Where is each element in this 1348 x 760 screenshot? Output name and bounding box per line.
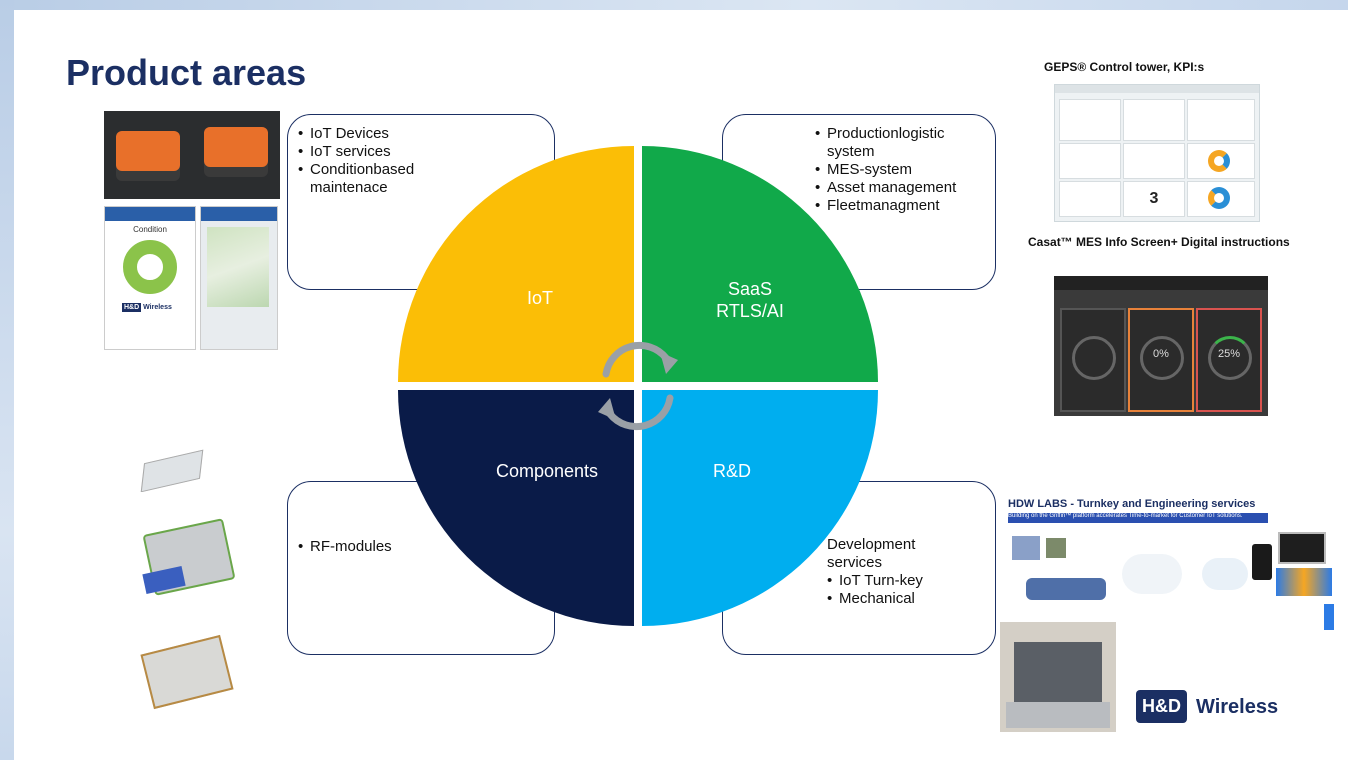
iot-item: IoT Devices <box>298 125 448 143</box>
geps-caption: GEPS® Control tower, KPI:s <box>1044 60 1205 74</box>
components-item: RF-modules <box>298 538 408 556</box>
left-decoration-band <box>0 0 14 760</box>
slide-title: Product areas <box>66 52 307 93</box>
geps-dashboard-screenshot: 3 <box>1054 84 1260 222</box>
hardware-icon <box>1012 536 1040 560</box>
iot-label: IoT <box>526 288 553 308</box>
mes-card: 0% <box>1128 308 1194 412</box>
phone-icon <box>1252 544 1272 580</box>
dashboard-map-cell <box>1059 143 1121 179</box>
phone-app-screenshot: Condition H&D Wireless <box>104 206 196 350</box>
app-screens-icon <box>1276 568 1332 596</box>
rnd-label: R&D <box>712 461 751 481</box>
app-brand-text: Wireless <box>143 304 172 311</box>
dashboard-kpi-value: 3 <box>1149 190 1159 207</box>
device-shape <box>116 131 180 171</box>
cycle-arrows-icon <box>602 341 674 431</box>
cloud-icon <box>1122 554 1182 594</box>
dashboard-header <box>1055 85 1259 93</box>
dashboard-donut-cell <box>1187 143 1255 179</box>
dashboard-map-cell <box>1123 143 1185 179</box>
hdw-infographic <box>1006 528 1336 634</box>
dashboard-kpi-cell: 3 <box>1123 181 1185 217</box>
dashboard-area-cell <box>1187 99 1255 141</box>
monitor-icon <box>1278 532 1326 564</box>
device-cluster <box>1026 578 1106 600</box>
phone-map-screenshot <box>200 206 278 350</box>
factory-icon <box>1046 538 1066 558</box>
app-brand: H&D Wireless <box>122 303 172 312</box>
map-header <box>201 207 277 221</box>
map-area <box>207 227 269 307</box>
saas-item: Fleetmanagment <box>815 197 991 215</box>
arrow-head-icon <box>598 398 616 420</box>
arrow-head-icon <box>660 352 678 374</box>
components-label: Components <box>495 461 599 481</box>
lab-photo <box>1000 622 1116 732</box>
rnd-intro: Development services <box>827 536 916 571</box>
mes-card <box>1060 308 1126 412</box>
hd-wireless-logo: H&D Wireless <box>1136 688 1306 728</box>
saas-label-line2: RTLS/AI <box>716 301 784 321</box>
hdw-title: HDW LABS - Turnkey and Engineering servi… <box>1008 498 1256 510</box>
iot-item: Conditionbased maintenace <box>298 161 448 197</box>
dashboard-bar-cell <box>1059 181 1121 217</box>
saas-item: Asset management <box>815 179 991 197</box>
iot-devices-photo <box>104 111 280 199</box>
app-heading: Condition <box>133 225 167 234</box>
donut-chart <box>123 240 177 294</box>
tablet-icon <box>1324 604 1334 630</box>
saas-quadrant <box>642 146 878 382</box>
mes-value: 25% <box>1217 348 1241 360</box>
casat-mes-screenshot: 0% 25% <box>1054 276 1268 416</box>
quadrant-circle <box>398 146 878 626</box>
dashboard-bar-cell <box>1059 99 1121 141</box>
hdw-subtitle: Building on the Griffin™ platform accele… <box>1008 513 1268 523</box>
logo-mark: H&D <box>1136 690 1187 723</box>
saas-item: MES-system <box>815 161 991 179</box>
cloud-icon <box>1202 558 1248 590</box>
components-quadrant <box>398 390 634 626</box>
mes-card: 25% <box>1196 308 1262 412</box>
app-header <box>105 207 195 221</box>
mes-header <box>1054 276 1268 290</box>
casat-caption: Casat™ MES Info Screen+ Digital instruct… <box>1028 235 1290 249</box>
iot-item: IoT services <box>298 143 448 161</box>
rf-board-photo <box>122 626 246 720</box>
device-shape <box>204 127 268 167</box>
dashboard-donut-cell <box>1187 181 1255 217</box>
saas-label-line1: SaaS <box>727 279 773 299</box>
rnd-item: Mechanical <box>827 590 977 608</box>
rnd-quadrant <box>642 390 878 626</box>
rf-module-photo <box>134 516 238 606</box>
logo-text: Wireless <box>1196 696 1279 718</box>
rf-chip-photo <box>138 448 204 492</box>
iot-quadrant <box>398 146 634 382</box>
saas-item: Productionlogistic system <box>815 125 991 161</box>
dashboard-bar-cell <box>1123 99 1185 141</box>
mes-value: 0% <box>1153 348 1169 360</box>
top-decoration-band <box>0 0 1348 10</box>
rnd-item: IoT Turn-key <box>827 572 977 590</box>
